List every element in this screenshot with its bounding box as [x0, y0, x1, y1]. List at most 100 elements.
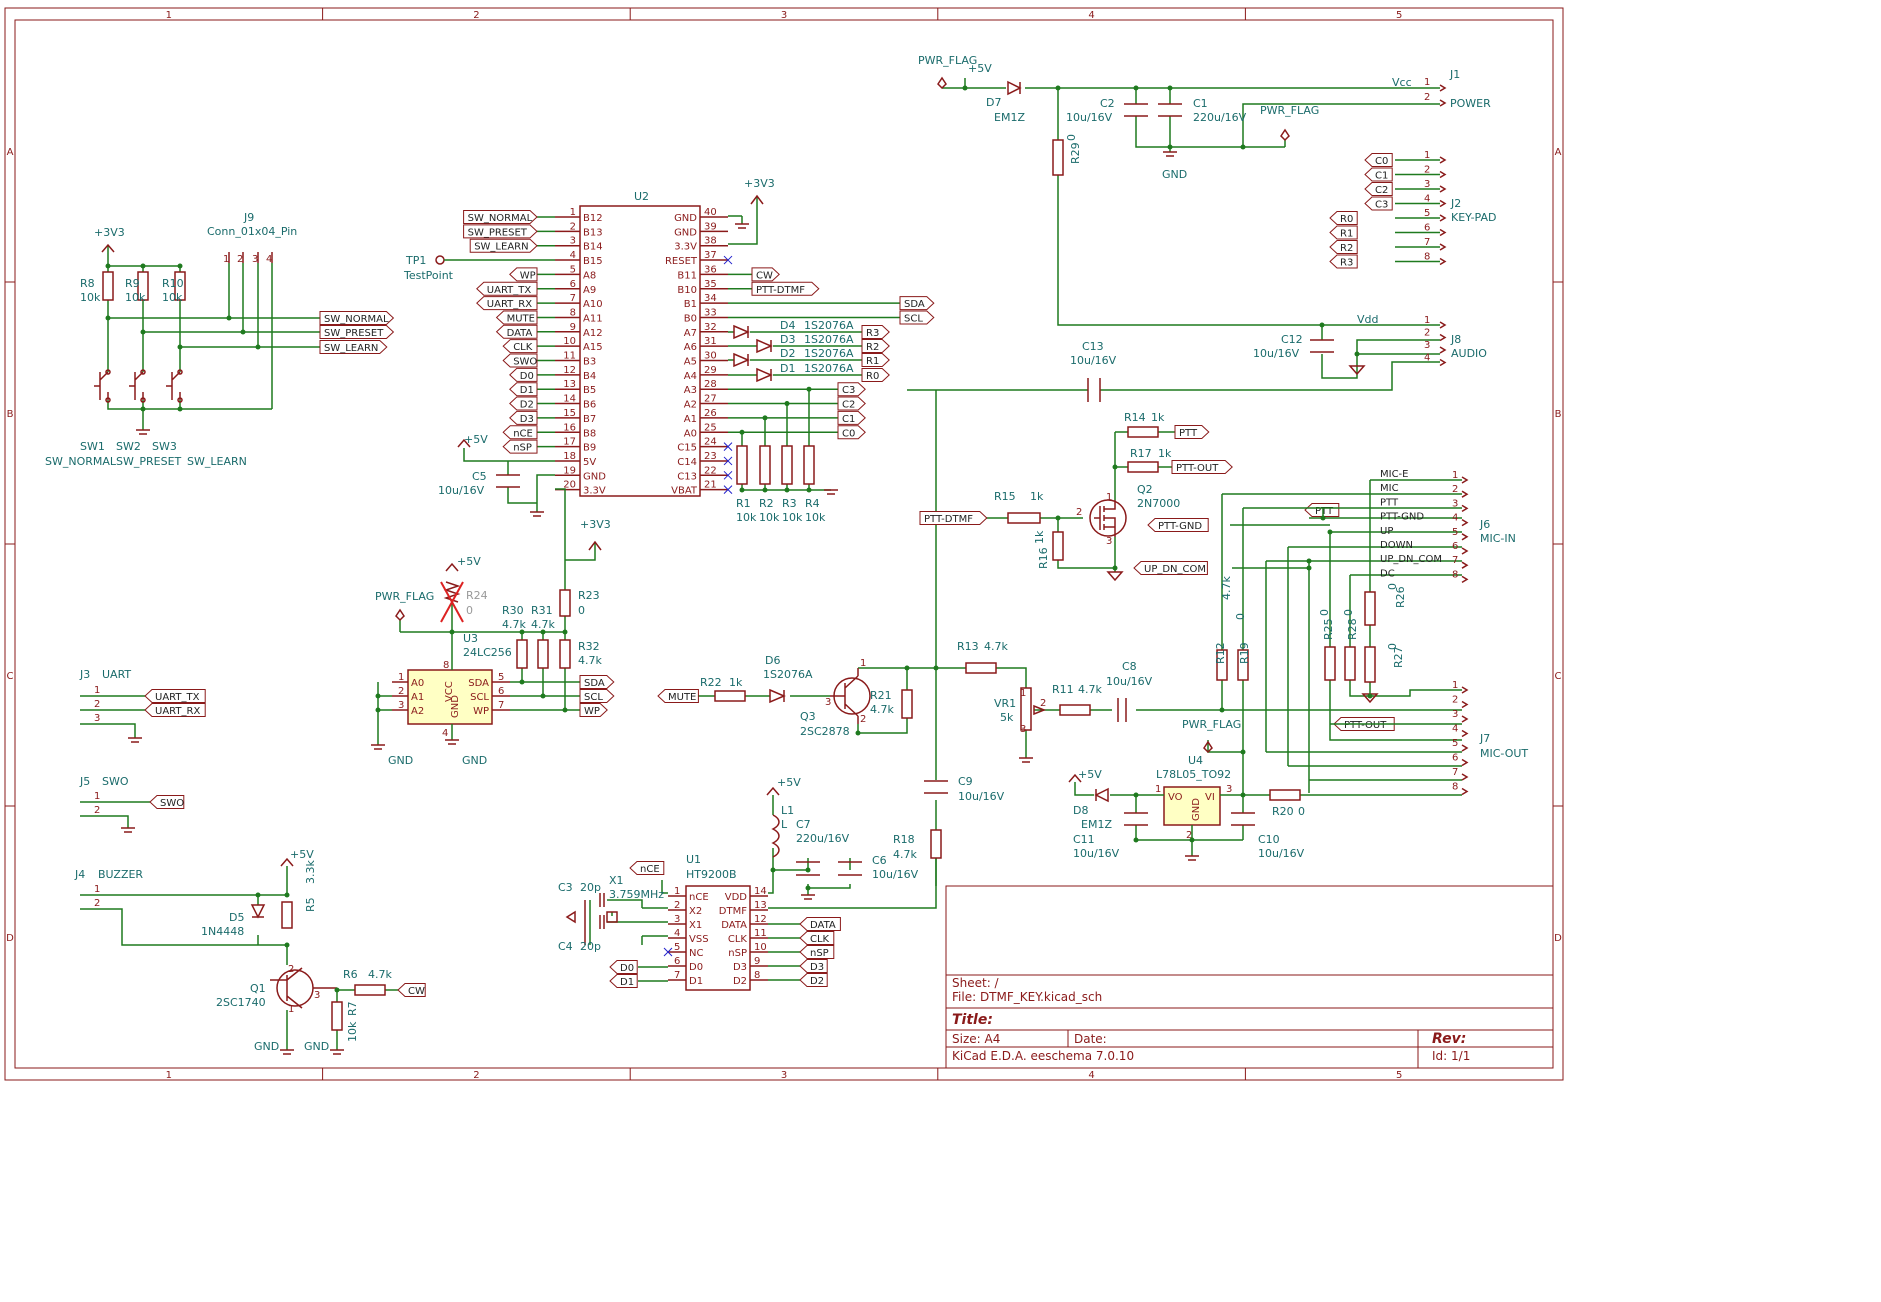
j3-val: UART	[102, 668, 131, 681]
j2-net-r2: R2	[1329, 240, 1358, 254]
u1-net-d1-text: D1	[620, 977, 634, 988]
tb-size: Size: A4	[952, 1032, 1000, 1046]
u2-pinname-11: B3	[583, 357, 596, 368]
j7-pin-6: 6	[1452, 753, 1458, 764]
j6-pin-5: 5	[1452, 527, 1458, 538]
sw-v33: +3V3	[94, 226, 125, 239]
ptt-net-ptt-text: PTT	[1179, 428, 1198, 439]
u2-pin-19: 19	[563, 465, 576, 476]
u2-label-sda-text: SDA	[904, 299, 925, 310]
c1-gnd: GND	[1162, 168, 1187, 181]
u1-net-nce-text: nCE	[640, 864, 660, 875]
l1-v5: +5V	[777, 776, 801, 789]
r26-ref: R26	[1394, 586, 1407, 608]
j1-pin-2: 2	[1424, 92, 1430, 103]
j6-pin-2: 2	[1452, 484, 1458, 495]
u2-pin-24: 24	[704, 437, 717, 448]
u2-pinname-22: C13	[677, 471, 697, 482]
u1-pin-8: 8	[754, 970, 760, 981]
u1-net-d0-text: D0	[620, 963, 634, 974]
u2-pin-35: 35	[704, 279, 717, 290]
r32-ref: R32	[578, 640, 600, 653]
vr1-pin-1: 1	[1020, 688, 1026, 699]
r18-ref: R18	[893, 833, 915, 846]
sw-pullup-ref-r10: R10	[162, 277, 184, 290]
j8-pin-3: 3	[1424, 340, 1430, 351]
r22-val: 1k	[729, 676, 743, 689]
frame-col-top-4: 4	[1088, 10, 1094, 21]
r13-val: 4.7k	[984, 640, 1008, 653]
diode-ref-d2: D2	[780, 347, 795, 360]
j6-ref: J6	[1479, 518, 1490, 531]
q3-pin-1: 1	[860, 658, 866, 669]
j9-ref: J9	[243, 211, 254, 224]
j3-pin-2: 2	[94, 699, 100, 710]
buzzer-v5: +5V	[290, 848, 314, 861]
u4-ref: U4	[1188, 754, 1203, 767]
u3-eeprom: U3 24LC256 8 4 VCC GND 1A02A13A25SDA6SCL…	[371, 555, 615, 767]
u4-vi: VI	[1205, 792, 1215, 803]
u2-label-c3-text: C3	[842, 385, 855, 396]
c8-ref: C8	[1122, 660, 1137, 673]
diode-net-r2: R2	[861, 339, 890, 353]
u2-3v3-rail: +3V3	[555, 488, 611, 632]
tb-id: Id: 1/1	[1432, 1049, 1470, 1063]
u2-pin-14: 14	[563, 394, 576, 405]
frame-row-right-C: C	[1555, 671, 1562, 682]
sw-pullup-ref-r9: R9	[125, 277, 140, 290]
u1-pinname-3: X1	[689, 920, 702, 931]
q1-pin-1: 1	[288, 1004, 294, 1015]
u2-pinname-25: A0	[684, 428, 697, 439]
u3-gnd-label-b: GND	[462, 754, 487, 767]
c3-val: 20p	[580, 881, 601, 894]
u2-label-mute-text: MUTE	[507, 313, 535, 324]
sw-pullup-ref-r8: R8	[80, 277, 95, 290]
d7-ref: D7	[986, 96, 1001, 109]
u2-label-ptt-dtmf-text: PTT-DTMF	[756, 285, 805, 296]
buzzer-net-cw-text: CW	[408, 986, 425, 997]
u3-ref: U3	[463, 632, 478, 645]
c3-ref: C3	[558, 881, 573, 894]
buzzer-net-cw: CW	[397, 983, 426, 997]
u2-pinname-34: B1	[684, 299, 697, 310]
u2-pin-15: 15	[563, 408, 576, 419]
u2-pin-28: 28	[704, 379, 717, 390]
u4-pin2: 2	[1186, 830, 1192, 841]
j8-pin-1: 1	[1424, 315, 1430, 326]
j6-pin-6: 6	[1452, 541, 1458, 552]
j3-net-uart_rx: UART_RX	[144, 703, 206, 717]
u2-pinname-28: A3	[684, 385, 697, 396]
u2-pin-11: 11	[563, 351, 576, 362]
u2-pin-32: 32	[704, 322, 717, 333]
d5-ref: D5	[229, 911, 244, 924]
j2-net-c2-text: C2	[1375, 185, 1388, 196]
j6-pin-8: 8	[1452, 569, 1458, 580]
sw-net-label-2-text: SW_LEARN	[324, 343, 378, 354]
c12-ref: C12	[1281, 333, 1303, 346]
frame-col-top-3: 3	[781, 10, 787, 21]
u4-vo: VO	[1168, 792, 1183, 803]
u2-label-d2: D2	[509, 396, 538, 411]
j9-pin-3: 3	[252, 254, 258, 265]
vr1-pin-3: 3	[1020, 724, 1026, 735]
u2-pinname-14: B6	[583, 400, 596, 411]
u2-label-sw_learn-text: SW_LEARN	[474, 242, 528, 253]
tp1-testpoint: TP1 TestPoint	[403, 254, 555, 282]
frame-col-top-5: 5	[1396, 10, 1402, 21]
u1-pinname-7: D1	[689, 976, 703, 987]
j9-pin-4: 4	[266, 254, 272, 265]
ptt-net-ptt-out: PTT-OUT	[1171, 460, 1233, 474]
pulldown-val-r1: 10k	[736, 511, 757, 524]
j3-net-uart_tx: UART_TX	[144, 689, 206, 703]
diode-ref-d4: D4	[780, 319, 795, 332]
j6-pin-7: 7	[1452, 555, 1458, 566]
u2-pin-27: 27	[704, 394, 717, 405]
u1-net-nce: nCE	[629, 861, 665, 875]
j3-pin-1: 1	[94, 685, 100, 696]
u2-label-sw_normal-text: SW_NORMAL	[468, 213, 533, 224]
u3-val: 24LC256	[463, 646, 512, 659]
j8-pin-4: 4	[1424, 353, 1430, 364]
pwr-flag-j7: PWR_FLAG	[1182, 718, 1241, 731]
j7-pin-5: 5	[1452, 738, 1458, 749]
